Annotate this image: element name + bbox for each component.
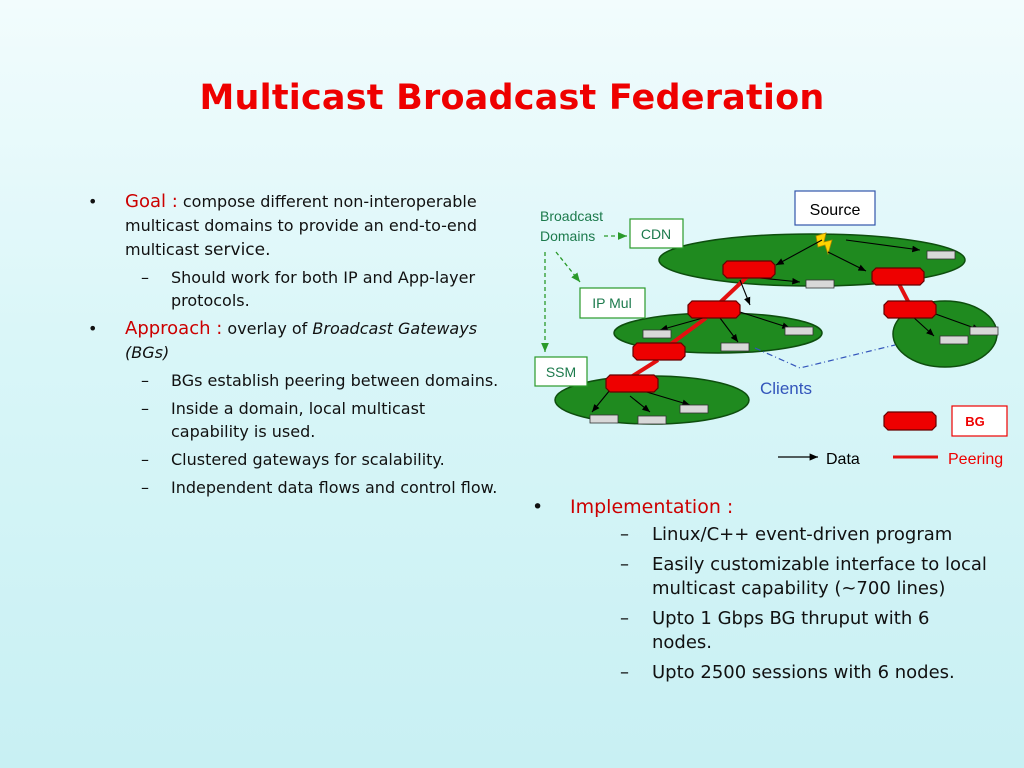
source-label: Source <box>810 202 861 219</box>
bullet-dot: • <box>88 319 98 338</box>
approach-italic: Broadcast Gateways (BGs) <box>125 319 478 362</box>
legend-bg-label: BG <box>965 414 985 429</box>
broadcast-domains-label: Broadcast <box>540 208 603 224</box>
impl-sub-item: –Easily customizable interface to local … <box>620 554 987 599</box>
impl-sub-text: Linux/C++ event-driven program <box>652 524 953 545</box>
ssm-label: SSM <box>546 364 576 380</box>
approach-sub-item: –Independent data flows and control flow… <box>141 478 498 497</box>
ipmul-label: IP Mul <box>592 295 631 311</box>
source-box <box>794 190 876 226</box>
ipmul-label-box <box>579 287 646 319</box>
ssm-label-box <box>534 356 588 387</box>
impl-sub-text: Easily customizable interface to local m… <box>652 554 987 599</box>
bullet-goal: • Goal : compose different non-interoper… <box>88 190 508 312</box>
clients-links <box>754 344 896 369</box>
goal-text: compose different non-interoperable mult… <box>125 192 478 259</box>
approach-label: Approach : <box>125 318 223 339</box>
approach-sub-text: Clustered gateways for scalability. <box>171 450 445 469</box>
impl-label: Implementation : <box>570 496 734 518</box>
bg-nodes <box>605 260 937 393</box>
legend-peering-label: Peering <box>948 451 1003 468</box>
impl-sub-text: Upto 2500 sessions with 6 nodes. <box>652 662 955 683</box>
right-bullets: • Implementation : –Linux/C++ event-driv… <box>532 494 992 691</box>
approach-sub-text: Inside a domain, local multicast capabil… <box>171 399 426 441</box>
goal-sub-item: – Should work for both IP and App-layer … <box>125 266 508 312</box>
broadcast-domains-label-2: Domains <box>540 228 595 244</box>
approach-sub-item: –BGs establish peering between domains. <box>141 371 499 390</box>
bullet-implementation: • Implementation : –Linux/C++ event-driv… <box>532 494 992 685</box>
bullet-dot: • <box>88 192 98 211</box>
goal-tail: service. <box>204 240 271 260</box>
clients-label: Clients <box>760 379 812 398</box>
approach-text: overlay of <box>227 319 308 338</box>
cdn-label-box <box>629 218 684 249</box>
impl-sub-text: Upto 1 Gbps BG thruput with 6 nodes. <box>652 608 930 653</box>
impl-sub-item: –Upto 2500 sessions with 6 nodes. <box>620 662 955 683</box>
impl-sub-item: –Upto 1 Gbps BG thruput with 6 nodes. <box>620 608 930 653</box>
host-devices <box>589 250 999 425</box>
left-bullets: • Goal : compose different non-interoper… <box>88 190 508 504</box>
legend-bg-icon <box>883 411 937 431</box>
goal-label: Goal : <box>125 191 178 212</box>
dash: – <box>141 268 149 287</box>
page-title: Multicast Broadcast Federation <box>199 78 825 118</box>
goal-sub-text: Should work for both IP and App-layer pr… <box>171 268 476 310</box>
data-flows <box>591 239 981 413</box>
bullet-approach: • Approach : overlay of Broadcast Gatewa… <box>88 317 508 499</box>
approach-sub-item: –Inside a domain, local multicast capabi… <box>141 399 426 441</box>
lightning-icon <box>815 232 833 256</box>
approach-sub-text: BGs establish peering between domains. <box>171 371 499 390</box>
legend-bg-box <box>951 405 1008 437</box>
approach-sub-item: –Clustered gateways for scalability. <box>141 450 445 469</box>
legend-data-label: Data <box>826 451 860 468</box>
bullet-dot: • <box>532 496 544 518</box>
cdn-label: CDN <box>641 226 671 242</box>
approach-sub-text: Independent data flows and control flow. <box>171 478 498 497</box>
impl-sub-item: –Linux/C++ event-driven program <box>620 524 953 545</box>
